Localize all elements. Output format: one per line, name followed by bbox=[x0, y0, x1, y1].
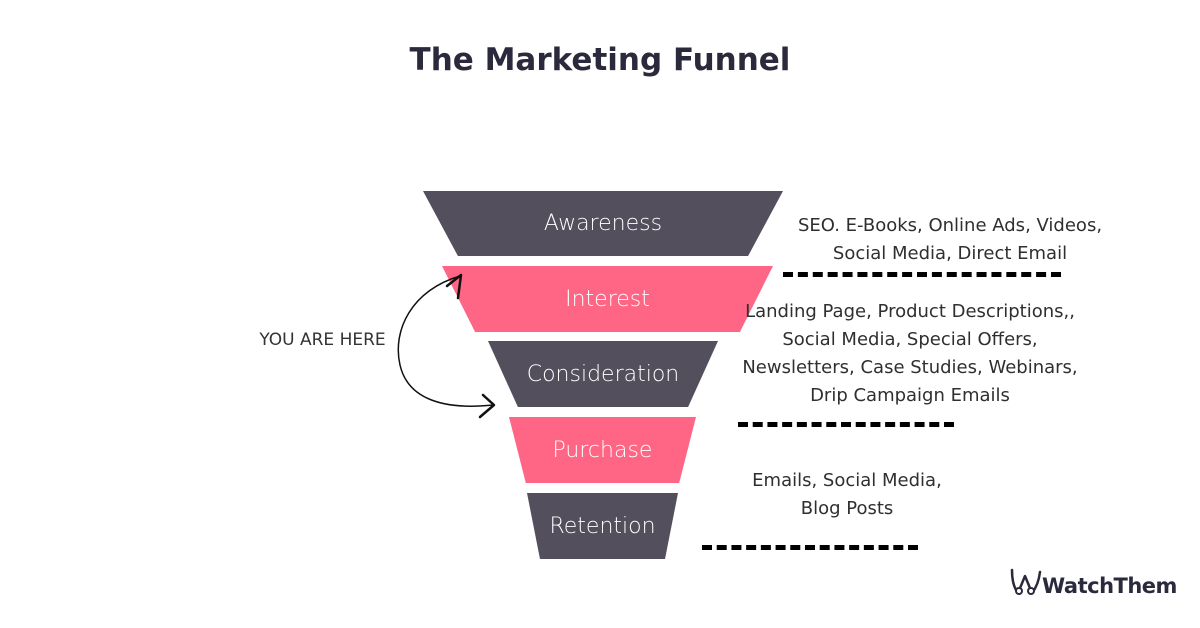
funnel-stage-interest: Interest bbox=[442, 266, 773, 332]
diagram-title: The Marketing Funnel bbox=[409, 42, 791, 78]
binoculars-w-logo-icon bbox=[1010, 568, 1042, 595]
channel-line: Social Media, Direct Email bbox=[832, 243, 1068, 264]
funnel-stage-awareness: Awareness bbox=[423, 191, 783, 256]
consideration-channels: Landing Page, Product Descriptions,, Soc… bbox=[735, 298, 1085, 410]
channel-line: Social Media, Special Offers, bbox=[782, 329, 1038, 350]
channel-line: Drip Campaign Emails bbox=[810, 385, 1010, 406]
retention-channels: Emails, Social Media, Blog Posts bbox=[732, 467, 962, 523]
channel-line: Landing Page, Product Descriptions,, bbox=[745, 301, 1075, 322]
channel-line: Blog Posts bbox=[800, 498, 894, 519]
funnel-stage-consideration: Consideration bbox=[488, 341, 718, 407]
dashed-separator bbox=[783, 272, 1061, 277]
channel-line: Emails, Social Media, bbox=[752, 470, 942, 491]
funnel-stage-retention: Retention bbox=[527, 493, 678, 559]
dashed-separator bbox=[702, 545, 918, 550]
channel-line: Newsletters, Case Studies, Webinars, bbox=[742, 357, 1078, 378]
funnel-stage-purchase: Purchase bbox=[509, 417, 696, 483]
logo-wordmark: WatchThem bbox=[1042, 574, 1177, 598]
awareness-channels: SEO. E-Books, Online Ads, Videos, Social… bbox=[790, 212, 1110, 268]
channel-line: SEO. E-Books, Online Ads, Videos, bbox=[797, 215, 1103, 236]
you-are-here-label: YOU ARE HERE bbox=[259, 330, 386, 350]
dashed-separator bbox=[738, 422, 954, 427]
